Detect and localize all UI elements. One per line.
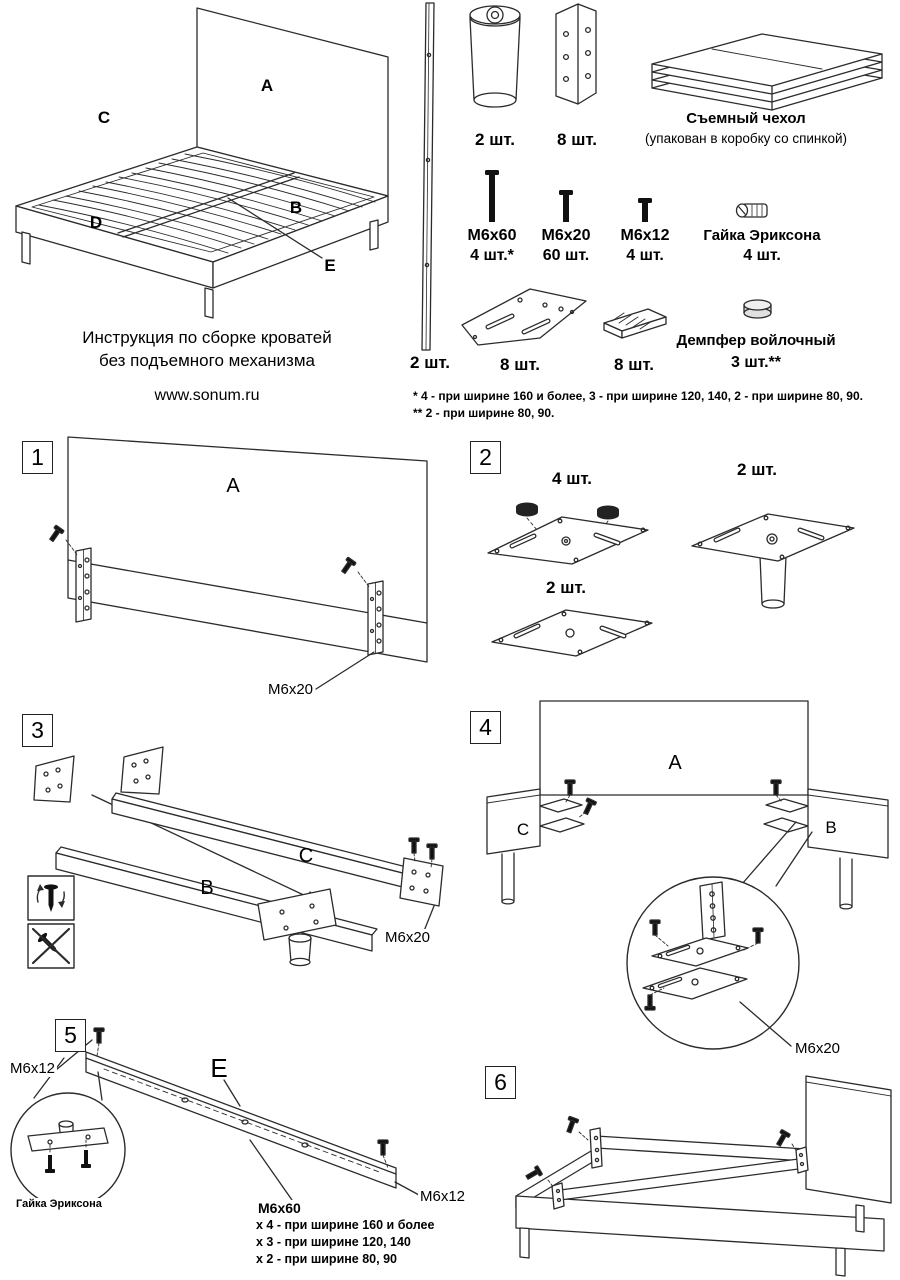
angle-bracket-part-drawing — [555, 3, 597, 105]
overview-label-e: E — [324, 256, 336, 275]
step1-number: 1 — [22, 441, 53, 474]
step5-rail-label: E — [210, 1053, 228, 1083]
step4-rail-b-label: B — [825, 818, 837, 837]
step1-headboard-drawing — [46, 436, 428, 690]
step5-bolt-note-line2: х 3 - при ширине 120, 140 — [256, 1235, 411, 1249]
step4-rail-c-label: C — [516, 820, 530, 839]
cover-title: Съемный чехол — [686, 110, 806, 127]
side-strip-part-drawing — [421, 2, 435, 351]
step2-qty-bottom: 2 шт. — [546, 578, 586, 597]
erikson-nut-qty: 4 шт. — [743, 247, 781, 264]
website-link: www.sonum.ru — [154, 387, 260, 404]
cover-part-drawing — [651, 33, 883, 111]
step4-panel-label: A — [668, 752, 682, 774]
cover-note: (упакован в коробку со спинкой) — [645, 131, 847, 146]
step3-bolt-label: М6х20 — [383, 929, 433, 947]
step6-number: 6 — [485, 1066, 516, 1099]
step2-brackets-drawing — [487, 502, 855, 657]
bolt-m6x60-qty: 4 шт.* — [470, 247, 514, 264]
bolt-m6x60-name: М6х60 — [467, 227, 517, 244]
footnote-1: * 4 - при ширине 160 и более, 3 - при ши… — [413, 389, 863, 403]
felt-damper-icon — [516, 502, 619, 520]
damper-plate-part-drawing — [603, 308, 667, 339]
leg-part-drawing — [469, 5, 521, 108]
step5-bolt-right-label: М6х12 — [418, 1188, 468, 1206]
step2-number: 2 — [470, 441, 501, 474]
step3-rails-drawing — [33, 746, 444, 967]
step5-rail-drawing — [10, 1027, 420, 1208]
hand-screw-icon — [27, 875, 75, 921]
bolt-m6x12-drawing — [638, 198, 652, 222]
overview-label-b: B — [289, 198, 303, 217]
leg-qty: 2 шт. — [475, 130, 515, 149]
damper-plate-qty: 8 шт. — [614, 355, 654, 374]
felt-damper-qty: 3 шт.** — [730, 354, 782, 371]
bolt-m6x12-name: М6х12 — [620, 227, 670, 244]
no-power-tool-icon — [27, 923, 75, 969]
step5-bolt-note-line3: х 2 - при ширине 80, 90 — [256, 1252, 397, 1266]
step5-bolt-left-label: М6х12 — [8, 1060, 58, 1078]
step2-qty-top: 4 шт. — [552, 469, 592, 488]
assembled-bed-drawing — [15, 7, 389, 319]
page-title-line2: без подъемного механизма — [99, 351, 315, 370]
bolt-m6x12-qty: 4 шт. — [626, 247, 664, 264]
overview-label-a: A — [260, 76, 274, 95]
step2-qty-right: 2 шт. — [737, 460, 777, 479]
erikson-nut-name: Гайка Эриксона — [703, 227, 821, 244]
felt-damper-name: Демпфер войлочный — [676, 332, 836, 349]
step5-bolt-note-line1: х 4 - при ширине 160 и более — [256, 1218, 435, 1232]
bolt-m6x20-qty: 60 шт. — [542, 247, 590, 264]
step6-frame-drawing — [515, 1075, 892, 1277]
step5-nut-label: Гайка Эриксона — [14, 1198, 104, 1211]
step5-number: 5 — [55, 1019, 86, 1052]
step5-bolt-note-name: М6х60 — [256, 1200, 303, 1217]
step4-bolt-label: М6х20 — [793, 1040, 843, 1058]
gusset-bracket-qty: 8 шт. — [500, 355, 540, 374]
footnote-2: ** 2 - при ширине 80, 90. — [413, 406, 555, 420]
step1-bolt-label: М6х20 — [268, 681, 314, 698]
bolt-m6x60-drawing — [485, 170, 499, 222]
step3-rail-c-label: C — [298, 845, 314, 867]
bolt-m6x20-name: М6х20 — [541, 227, 591, 244]
side-strip-qty: 2 шт. — [410, 353, 450, 372]
page-title-line1: Инструкция по сборке кроватей — [82, 328, 332, 347]
step3-number: 3 — [22, 714, 53, 747]
step4-number: 4 — [470, 711, 501, 744]
erikson-nut-part-drawing — [735, 203, 768, 218]
step4-assembly-drawing — [486, 700, 889, 1050]
overview-label-c: C — [97, 108, 111, 127]
overview-label-d: D — [89, 213, 103, 232]
step1-panel-label: A — [226, 475, 240, 497]
gusset-bracket-part-drawing — [461, 288, 587, 346]
felt-damper-part-drawing — [743, 299, 772, 319]
step3-rail-b-label: B — [200, 877, 214, 899]
angle-bracket-qty: 8 шт. — [557, 130, 597, 149]
bolt-m6x20-drawing — [559, 190, 573, 222]
